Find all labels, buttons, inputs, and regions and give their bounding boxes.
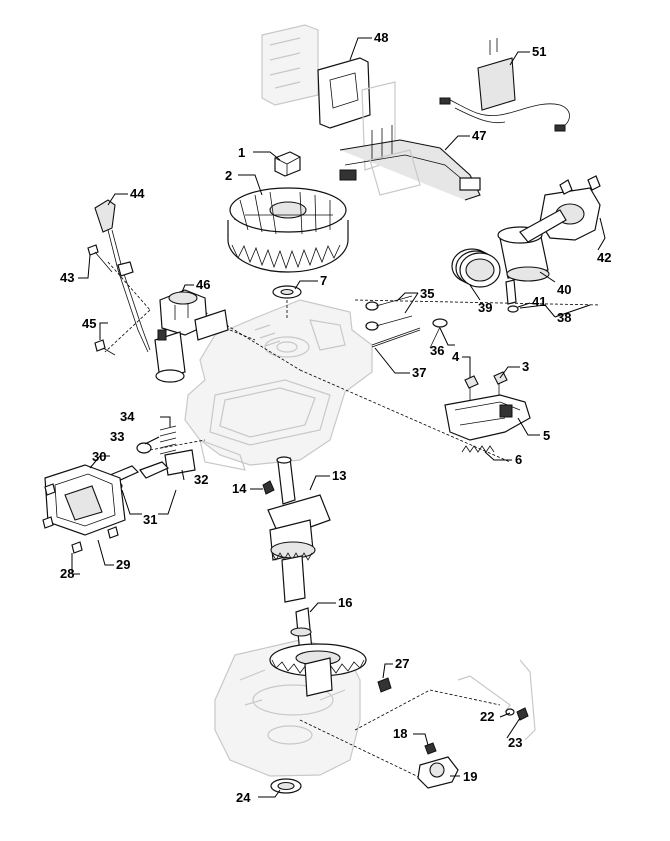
part-37-push-rod [371, 327, 421, 348]
part-28-bolt [71, 541, 83, 554]
callout-3: 3 [522, 359, 529, 374]
part-1-nut [274, 151, 301, 177]
part-33-retainer [136, 442, 152, 454]
callout-31: 31 [143, 512, 157, 527]
part-24-seal [270, 778, 302, 794]
callout-39: 39 [478, 300, 492, 315]
callout-48: 48 [374, 30, 388, 45]
callout-18: 18 [393, 726, 407, 741]
part-5-governor-bracket [444, 394, 531, 441]
callout-6: 6 [515, 452, 522, 467]
callout-4: 4 [452, 349, 460, 364]
callout-27: 27 [395, 656, 409, 671]
callout-leaders [71, 37, 606, 798]
part-43-bolt [87, 244, 113, 273]
part-45-bolt [94, 339, 116, 356]
part-13-crankshaft [267, 456, 331, 603]
part-51-ignition-module [439, 38, 570, 132]
callout-42: 42 [597, 250, 611, 265]
part-19-oil-sensor [417, 756, 459, 789]
part-36-valve [429, 318, 448, 349]
callout-5: 5 [543, 428, 550, 443]
part-27-bolt [377, 677, 392, 693]
part-44-dipstick [94, 199, 151, 353]
callout-2: 2 [225, 168, 232, 183]
callout-22: 22 [480, 709, 494, 724]
part-30-rocker-cover [44, 464, 126, 536]
part-6-spring [461, 445, 495, 453]
callout-46: 46 [196, 277, 210, 292]
part-42-connecting-rod [519, 175, 601, 243]
callout-35: 35 [420, 286, 434, 301]
part-18-bolt [424, 742, 437, 755]
part-29-gasket-bolts [42, 483, 119, 539]
part-23-clip [516, 707, 529, 721]
callout-16: 16 [338, 595, 352, 610]
part-48-cover [261, 24, 396, 171]
part-14-key [262, 480, 275, 495]
part-34-spring [159, 425, 177, 455]
callout-labels: 1 2 3 4 5 6 7 13 14 16 18 19 22 23 24 27… [60, 30, 611, 805]
part-41-pin [505, 279, 519, 313]
part-3-screw [493, 371, 508, 396]
callout-45: 45 [82, 316, 96, 331]
callout-29: 29 [116, 557, 130, 572]
part-4-screw [464, 375, 479, 400]
engine-block-ghost [184, 299, 373, 471]
part-22-governor-lever [457, 659, 536, 741]
part-2-flywheel [227, 187, 349, 273]
part-7-washer [272, 285, 302, 299]
callout-47: 47 [472, 128, 486, 143]
part-46-carburetor [154, 289, 229, 383]
callout-1: 1 [238, 145, 245, 160]
callout-13: 13 [332, 468, 346, 483]
callout-41: 41 [532, 294, 546, 309]
callout-7: 7 [320, 273, 327, 288]
part-39-piston-rings [451, 248, 501, 288]
callout-28: 28 [60, 566, 74, 581]
part-47-wiring-harness [339, 125, 481, 201]
callout-40: 40 [557, 282, 571, 297]
callout-38: 38 [557, 310, 571, 325]
callout-32: 32 [194, 472, 208, 487]
callout-36: 36 [430, 343, 444, 358]
callout-34: 34 [120, 409, 135, 424]
callout-37: 37 [412, 365, 426, 380]
callout-19: 19 [463, 769, 477, 784]
callout-33: 33 [110, 429, 124, 444]
callout-30: 30 [92, 449, 106, 464]
part-16-camshaft [269, 607, 367, 697]
callout-44: 44 [130, 186, 145, 201]
callout-24: 24 [236, 790, 251, 805]
part-32-plate [164, 449, 196, 476]
callout-23: 23 [508, 735, 522, 750]
callout-14: 14 [232, 481, 247, 496]
callout-43: 43 [60, 270, 74, 285]
callout-51: 51 [532, 44, 546, 59]
part-35-valves [365, 295, 413, 331]
